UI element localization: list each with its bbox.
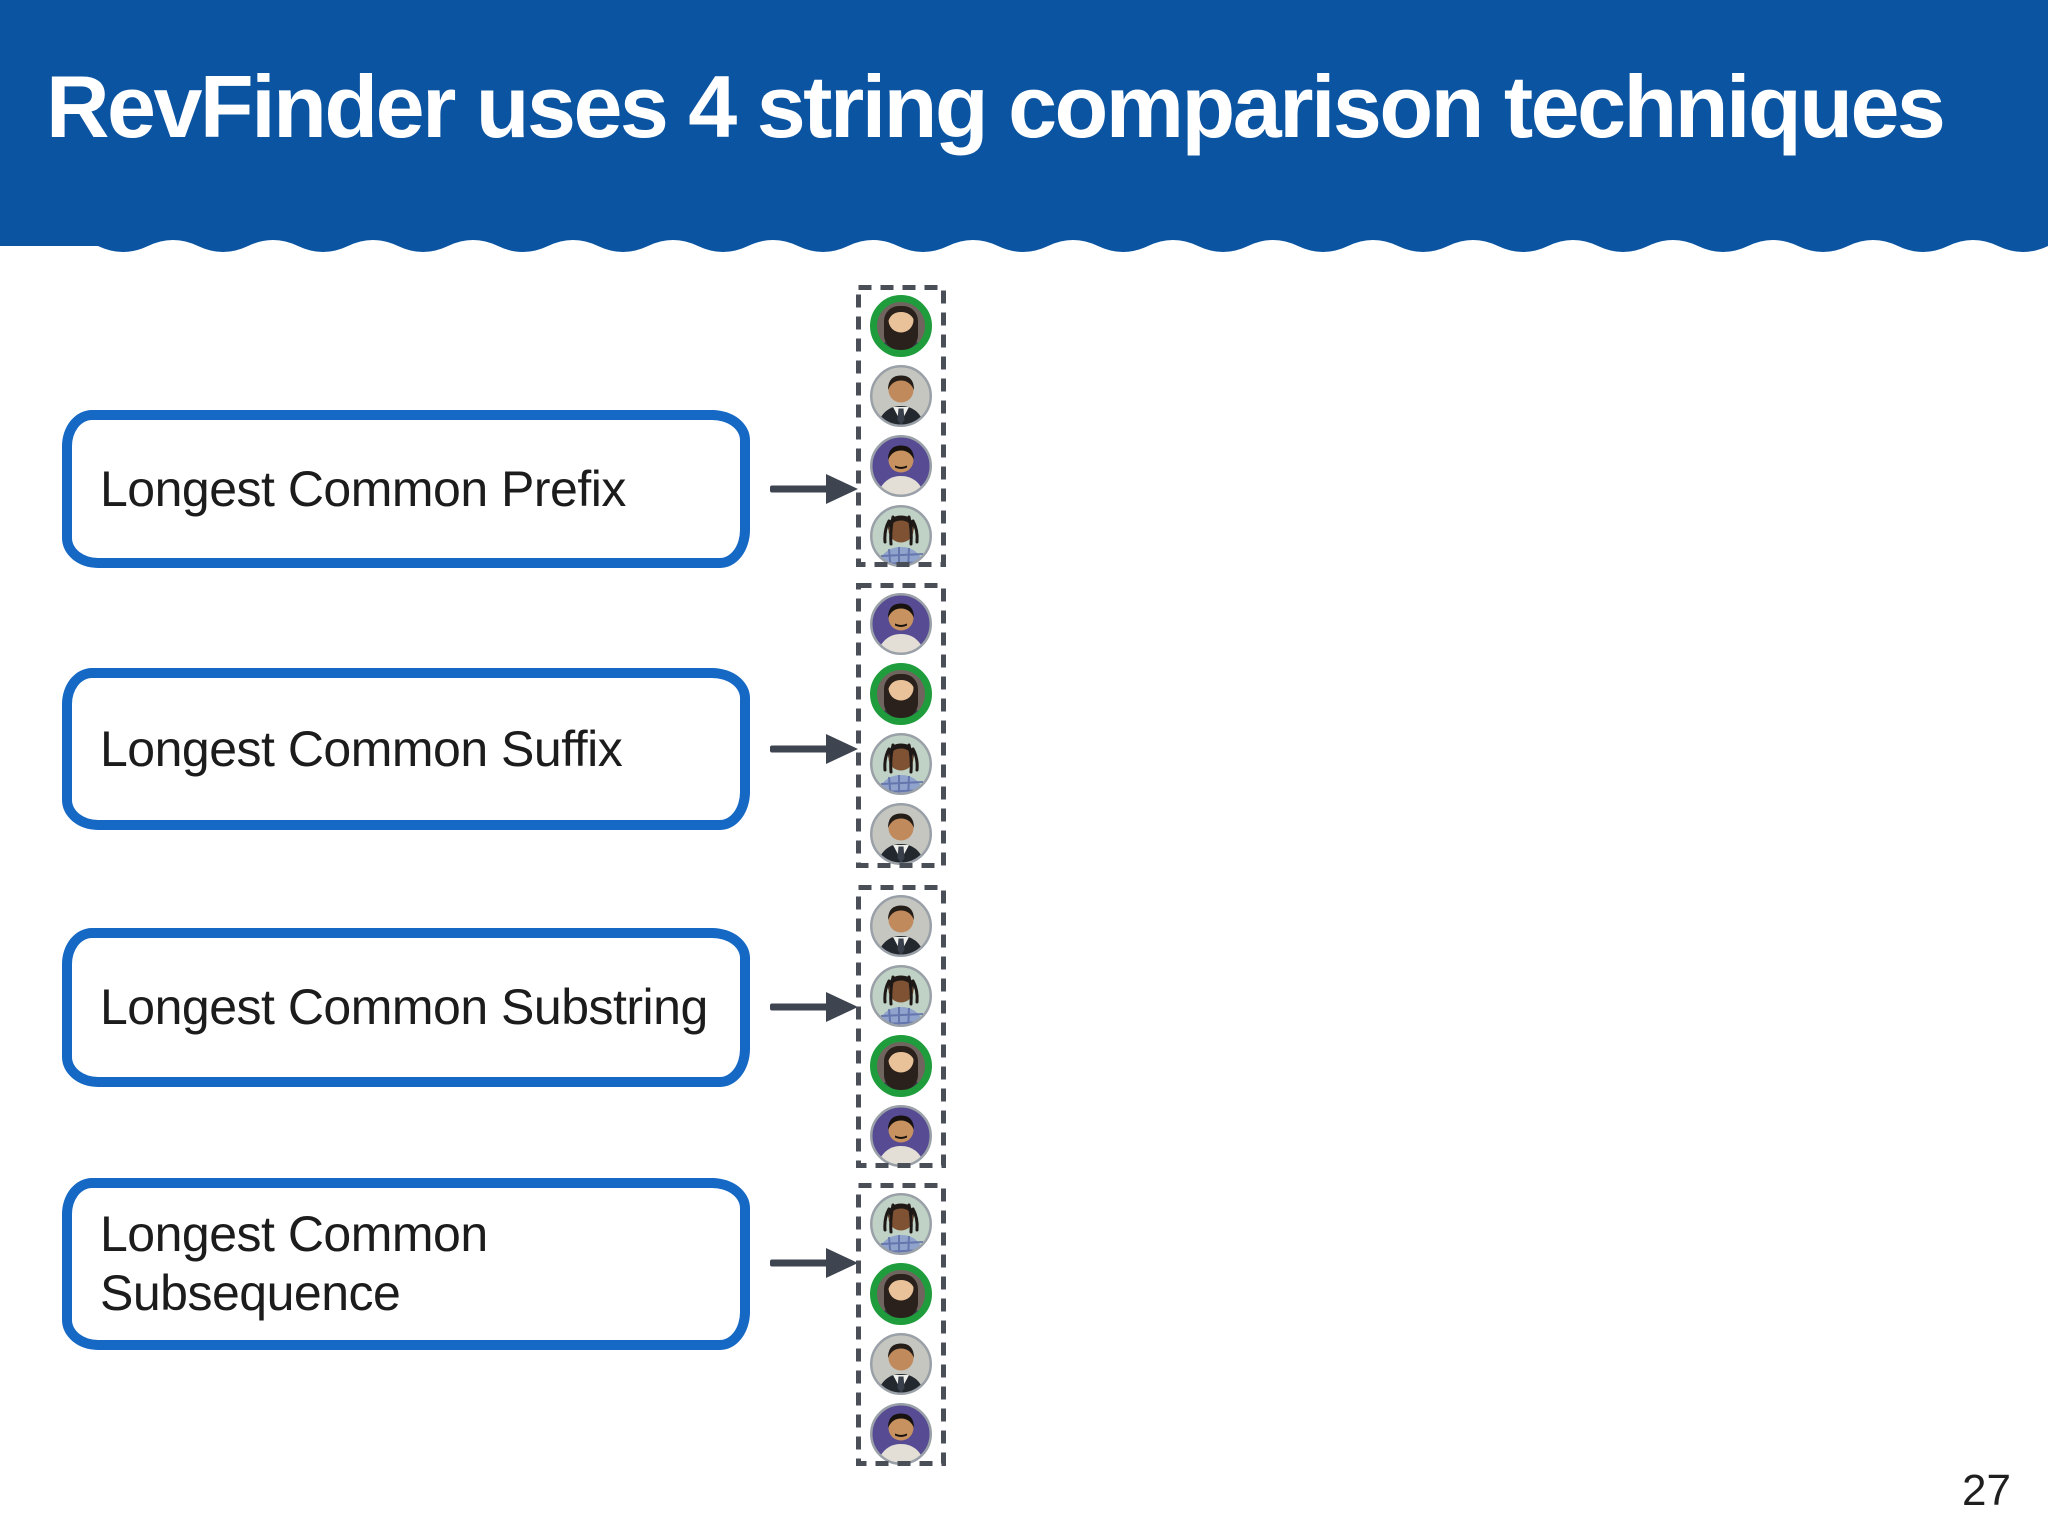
avatar-photo xyxy=(870,803,932,865)
avatar-photo xyxy=(870,1035,932,1097)
avatar-man-purple xyxy=(867,432,935,500)
avatar-woman-long-hair xyxy=(867,660,935,728)
avatar-man-suit xyxy=(867,800,935,868)
reviewer-group-subsequence xyxy=(856,1183,946,1466)
avatar-man-suit xyxy=(867,1330,935,1398)
technique-box-prefix: Longest Common Prefix xyxy=(62,410,750,568)
dashed-border xyxy=(856,1183,946,1466)
arrow-icon-substring xyxy=(770,992,858,1022)
page-number: 27 xyxy=(1962,1466,2011,1515)
avatar-man-purple xyxy=(867,1400,935,1468)
technique-box-suffix: Longest Common Suffix xyxy=(62,668,750,830)
avatar-woman-long-hair xyxy=(867,1260,935,1328)
reviewer-group-prefix xyxy=(856,285,946,567)
technique-box-subsequence: Longest Common Subsequence xyxy=(62,1178,750,1350)
dashed-border xyxy=(856,285,946,567)
arrow-icon-subsequence xyxy=(770,1248,858,1278)
reviewer-group-substring xyxy=(856,885,946,1168)
avatar-photo xyxy=(870,435,932,497)
arrow-icon-suffix xyxy=(770,734,858,764)
avatar-woman-long-hair xyxy=(867,292,935,360)
technique-label-subsequence: Longest Common Subsequence xyxy=(100,1206,488,1321)
avatar-woman-long-hair xyxy=(867,1032,935,1100)
banner-torn-edge xyxy=(0,0,2048,252)
arrow-icon-prefix xyxy=(770,474,858,504)
avatar-photo xyxy=(870,1193,932,1255)
avatar-man-dreadlocks xyxy=(867,502,935,570)
avatar-photo xyxy=(870,663,932,725)
reviewer-group-suffix xyxy=(856,583,946,868)
dashed-border xyxy=(856,583,946,868)
avatar-photo xyxy=(870,593,932,655)
technique-label-prefix: Longest Common Prefix xyxy=(100,460,626,517)
avatar-man-dreadlocks xyxy=(867,1190,935,1258)
avatar-photo xyxy=(870,505,932,567)
avatar-man-suit xyxy=(867,362,935,430)
avatar-man-dreadlocks xyxy=(867,730,935,798)
technique-label-substring: Longest Common Substring xyxy=(100,979,708,1035)
avatar-man-purple xyxy=(867,590,935,658)
dashed-border xyxy=(856,885,946,1168)
technique-label-suffix: Longest Common Suffix xyxy=(100,720,623,777)
avatar-man-dreadlocks xyxy=(867,962,935,1030)
avatar-photo xyxy=(870,1105,932,1167)
avatar-man-purple xyxy=(867,1102,935,1170)
avatar-photo xyxy=(870,1263,932,1325)
avatar-photo xyxy=(870,965,932,1027)
technique-box-substring: Longest Common Substring xyxy=(62,928,750,1087)
avatar-photo xyxy=(870,733,932,795)
avatar-man-suit xyxy=(867,892,935,960)
avatar-photo xyxy=(870,1403,932,1465)
slide-title: RevFinder uses 4 string comparison techn… xyxy=(46,57,1946,156)
avatar-photo xyxy=(870,365,932,427)
header-banner: RevFinder uses 4 string comparison techn… xyxy=(0,0,2048,262)
avatar-photo xyxy=(870,895,932,957)
avatar-photo xyxy=(870,295,932,357)
avatar-photo xyxy=(870,1333,932,1395)
